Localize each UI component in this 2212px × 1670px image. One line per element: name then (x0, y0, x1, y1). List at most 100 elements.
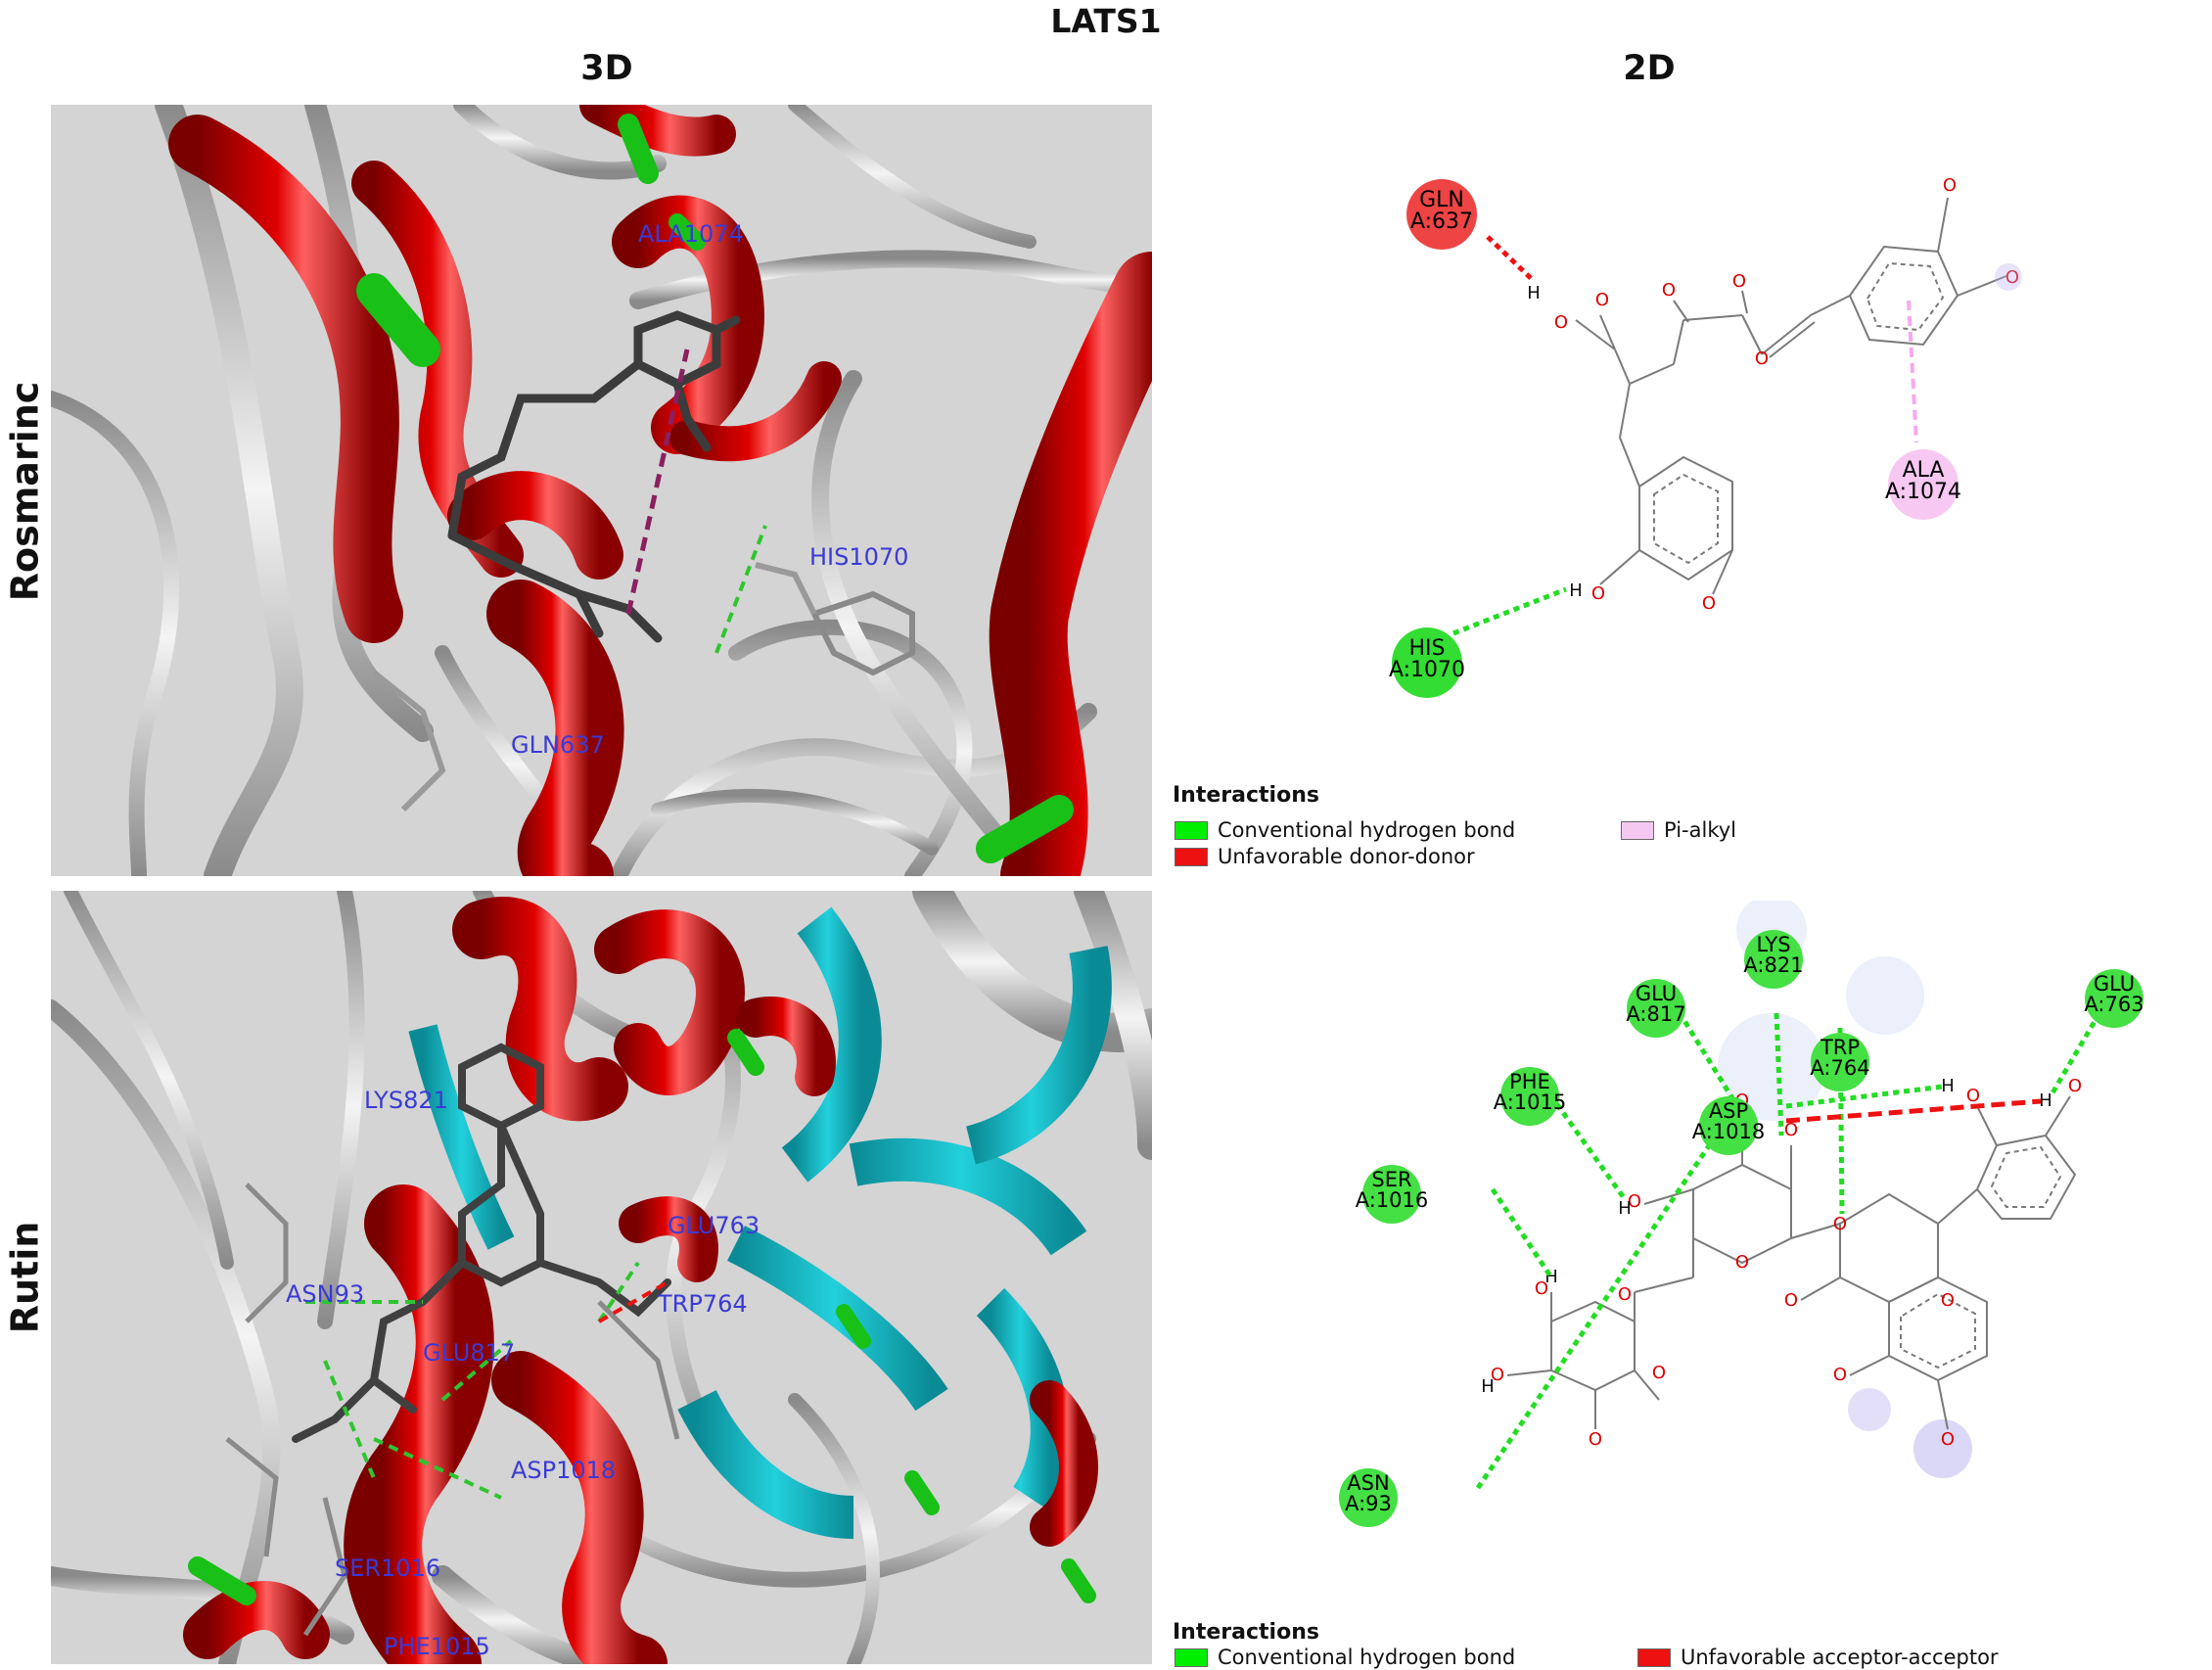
legend-title: Interactions (1173, 783, 1319, 808)
svg-text:PHE: PHE (1509, 1070, 1550, 1093)
row-label-rosmarinic: Rosmarinc (3, 381, 47, 602)
residue-gln637: GLN A:637 (1406, 179, 1477, 250)
label-3d-ala1074: ALA1074 (638, 220, 744, 248)
legend-swatch-pi-alkyl (1621, 820, 1654, 840)
legend-item-hbond: Conventional hydrogen bond (1175, 818, 1515, 842)
figure-title: LATS1 (1050, 2, 1162, 40)
svg-text:HIS: HIS (1409, 636, 1446, 661)
legend-item-pi-alkyl: Pi-alkyl (1621, 818, 1736, 842)
legend-rosmarinic: Interactions Conventional hydrogen bond … (1173, 783, 2151, 881)
column-title-2d: 2D (1623, 49, 1676, 88)
label-3d-his1070: HIS1070 (809, 543, 908, 571)
row-label-wrap-0: Rosmarinc (0, 105, 49, 878)
atom-o-r16: O (2068, 1076, 2082, 1096)
label-3d-glu763: GLU763 (668, 1212, 760, 1239)
atom-o-8: O (1591, 583, 1605, 604)
atom-h-1: H (1527, 283, 1541, 303)
atom-o-r6: O (1618, 1284, 1632, 1305)
label-3d-phe1015: PHE1015 (384, 1633, 490, 1660)
interaction-diagram-rutin: O O O O O O O O O O O O O O O O H H H H … (1339, 895, 2144, 1527)
svg-text:LYS: LYS (1756, 933, 1790, 956)
row-label-rutin: Rutin (3, 1221, 46, 1334)
atom-o-r3: O (1628, 1191, 1641, 1212)
residue-asn93: ASN A:93 (1339, 1468, 1398, 1527)
protein-3d-render-rutin: LYS821 GLU763 ASN93 TRP764 GLU817 ASP101… (51, 891, 1152, 1664)
legend-swatch-acceptor-acceptor (1637, 1647, 1671, 1667)
atom-o-r2: O (1784, 1120, 1798, 1140)
label-3d-asn93: ASN93 (286, 1280, 364, 1308)
legend-rutin: Interactions Conventional hydrogen bond … (1173, 1620, 2151, 1669)
residue-his1070: HIS A:1070 (1389, 627, 1465, 698)
column-title-3d: 3D (580, 49, 633, 88)
svg-text:ASP: ASP (1709, 1099, 1748, 1123)
atom-o-3: O (1662, 280, 1676, 301)
svg-text:A:763: A:763 (2084, 993, 2143, 1016)
svg-text:TRP: TRP (1820, 1036, 1860, 1059)
atom-o-1: O (1595, 290, 1609, 310)
svg-text:A:1018: A:1018 (1692, 1120, 1766, 1143)
atom-o-4: O (1732, 271, 1746, 292)
residue-ala1074: ALA A:1074 (1885, 449, 1961, 520)
legend-swatch-hbond (1175, 820, 1208, 840)
atom-o-r9: O (1589, 1429, 1602, 1450)
residue-asp1018: ASP A:1018 (1692, 1096, 1766, 1155)
label-3d-trp764: TRP764 (657, 1290, 748, 1318)
atom-o-r15: O (1966, 1086, 1980, 1106)
residue-glu817: GLU A:817 (1626, 979, 1686, 1038)
atom-o-r7: O (1535, 1278, 1548, 1299)
atom-o-7: O (2005, 267, 2019, 288)
svg-text:A:817: A:817 (1626, 1002, 1685, 1026)
atom-o-r10: O (1652, 1363, 1666, 1383)
svg-text:A:93: A:93 (1345, 1492, 1392, 1515)
svg-text:A:1074: A:1074 (1885, 480, 1961, 504)
svg-text:A:764: A:764 (1810, 1056, 1869, 1080)
atom-o-r14: O (1941, 1429, 1955, 1450)
atom-h-2: H (1569, 580, 1583, 601)
svg-text:A:1016: A:1016 (1356, 1188, 1429, 1212)
atom-o-r13: O (1833, 1365, 1847, 1385)
interaction-diagram-rosmarinic: O O O O O O O O O H H GLN A:637 ALA A:10… (1389, 175, 2022, 698)
atom-h-r3: H (1481, 1376, 1495, 1397)
panel-3d-rosmarinic: ALA1074 HIS1070 GLN637 (51, 105, 1152, 876)
svg-text:SER: SER (1371, 1168, 1411, 1191)
atom-o-9: O (1702, 593, 1716, 614)
atom-o-6: O (1943, 175, 1957, 196)
svg-text:ALA: ALA (1903, 458, 1945, 483)
legend-swatch-hbond (1175, 1647, 1208, 1667)
atom-h-r1: H (1618, 1198, 1632, 1219)
atom-o-r4: O (1833, 1214, 1847, 1234)
legend-swatch-donor-donor (1175, 847, 1208, 866)
svg-text:A:1015: A:1015 (1494, 1090, 1567, 1114)
atom-h-r5: H (2039, 1090, 2052, 1111)
panel-2d-rosmarinic: O O O O O O O O O H H GLN A:637 ALA A:10… (1165, 105, 2202, 780)
label-3d-glu817: GLU817 (423, 1339, 515, 1367)
residue-lys821: LYS A:821 (1743, 930, 1804, 989)
label-3d-asp1018: ASP1018 (511, 1457, 616, 1484)
atom-o-r12: O (1941, 1290, 1955, 1311)
panel-2d-rutin: O O O O O O O O O O O O O O O O H H H H … (1165, 895, 2202, 1605)
svg-text:ASN: ASN (1347, 1471, 1389, 1495)
atom-o-2: O (1554, 312, 1568, 333)
label-3d-ser1016: SER1016 (335, 1554, 440, 1582)
atom-o-5: O (1755, 348, 1769, 369)
atom-o-r11: O (1784, 1290, 1798, 1311)
panel-3d-rutin: LYS821 GLU763 ASN93 TRP764 GLU817 ASP101… (51, 891, 1152, 1664)
svg-text:GLU: GLU (1636, 982, 1677, 1005)
atom-h-r4: H (1941, 1076, 1955, 1096)
label-3d-lys821: LYS821 (364, 1087, 448, 1114)
label-3d-gln637: GLN637 (511, 731, 605, 759)
legend-item-donor-donor: Unfavorable donor-donor (1175, 845, 1475, 868)
row-label-wrap-1: Rutin (0, 891, 49, 1664)
residue-trp764: TRP A:764 (1810, 1033, 1870, 1091)
legend-title: Interactions (1173, 1620, 1319, 1645)
legend-item-hbond: Conventional hydrogen bond (1175, 1646, 1515, 1669)
svg-text:GLU: GLU (2094, 972, 2135, 996)
svg-text:A:1070: A:1070 (1389, 658, 1465, 682)
svg-text:GLN: GLN (1419, 188, 1464, 212)
residue-phe1015: PHE A:1015 (1494, 1067, 1567, 1126)
residue-glu763: GLU A:763 (2084, 969, 2144, 1028)
protein-3d-render-rosmarinic: ALA1074 HIS1070 GLN637 (51, 105, 1152, 876)
legend-item-acceptor-acceptor: Unfavorable acceptor-acceptor (1637, 1646, 1999, 1669)
svg-text:A:637: A:637 (1410, 209, 1473, 234)
svg-text:A:821: A:821 (1743, 953, 1803, 977)
